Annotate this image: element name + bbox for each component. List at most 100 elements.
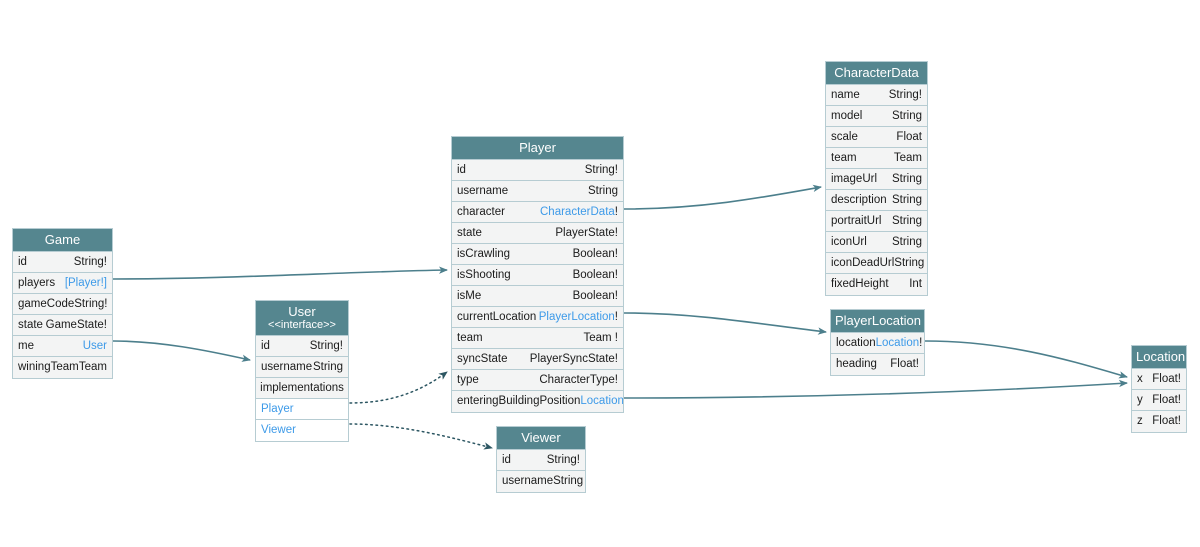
field-type: String	[587, 184, 618, 197]
field-name: me	[18, 339, 34, 352]
entity-header-user: User<<interface>>	[256, 301, 348, 336]
field-type: Location	[580, 395, 623, 407]
field-name: iconDeadUrl	[831, 256, 895, 269]
field-name: username	[457, 184, 509, 197]
field-name: portraitUrl	[831, 214, 882, 227]
field-type: String!	[73, 255, 107, 268]
field-name: syncState	[457, 352, 508, 365]
field-row-user-Player[interactable]: Player	[256, 399, 348, 420]
field-name: currentLocation	[457, 310, 537, 323]
field-name: gameCode	[18, 297, 75, 310]
field-name: x	[1137, 372, 1143, 385]
field-type: String	[312, 360, 343, 373]
field-type: String!	[74, 297, 108, 310]
field-row-user-Viewer[interactable]: Viewer	[256, 420, 348, 441]
field-type: Int	[909, 278, 922, 290]
field-row-player-team[interactable]: team Team !	[452, 328, 623, 349]
entity-header-playerlocation: PlayerLocation	[831, 310, 924, 333]
field-type: String	[891, 109, 922, 122]
field-row-user-implementations[interactable]: implementations	[256, 378, 348, 399]
field-name: isCrawling	[457, 247, 511, 260]
field-name: heading	[836, 358, 877, 370]
field-row-characterdata-portraitUrl[interactable]: portraitUrl String	[826, 211, 927, 232]
field-name: z	[1137, 415, 1143, 427]
field-type: String!	[584, 163, 618, 176]
entity-header-location: Location	[1132, 346, 1186, 369]
entity-title: Player	[519, 140, 556, 155]
edge-user-implements-player	[349, 371, 448, 404]
field-name: Viewer	[261, 424, 296, 436]
field-name: imageUrl	[831, 172, 878, 185]
field-name: team	[457, 331, 483, 344]
field-name: type	[457, 373, 479, 386]
field-name: team	[831, 151, 857, 164]
edge-player-currentlocation-to-playerlocation	[623, 312, 827, 335]
field-type: Team !	[583, 331, 618, 344]
field-type: String	[891, 193, 922, 206]
field-type: Boolean!	[572, 247, 618, 260]
field-name: username	[261, 360, 313, 373]
field-type: User	[82, 339, 107, 352]
field-name: players	[18, 276, 56, 289]
field-type: PlayerLocation!	[538, 310, 618, 323]
entity-header-player: Player	[452, 137, 623, 160]
edge-playerlocation-location-to-location	[924, 340, 1128, 379]
field-row-game-me[interactable]: me User	[13, 336, 112, 357]
field-type: Location!	[875, 336, 923, 349]
field-type: String	[894, 256, 925, 269]
field-type: String	[891, 214, 922, 227]
field-type: PlayerSyncState!	[529, 352, 618, 365]
field-name: id	[261, 339, 270, 352]
field-row-characterdata-imageUrl[interactable]: imageUrl String	[826, 169, 927, 190]
field-type: String	[891, 172, 922, 185]
field-row-player-syncState[interactable]: syncState PlayerSyncState!	[452, 349, 623, 370]
field-type: PlayerState!	[555, 226, 618, 239]
field-type: [Player!]	[64, 276, 107, 289]
field-type: Boolean!	[572, 268, 618, 281]
entity-title: Location	[1136, 349, 1186, 364]
field-row-player-username[interactable]: username String	[452, 181, 623, 202]
entity-title: Viewer	[521, 430, 561, 445]
field-row-player-isCrawling[interactable]: isCrawling Boolean!	[452, 244, 623, 265]
entity-title: CharacterData	[834, 65, 919, 80]
field-row-game-players[interactable]: players [Player!]	[13, 273, 112, 294]
field-type: Float!	[1152, 393, 1181, 406]
field-type: Team	[78, 361, 107, 373]
